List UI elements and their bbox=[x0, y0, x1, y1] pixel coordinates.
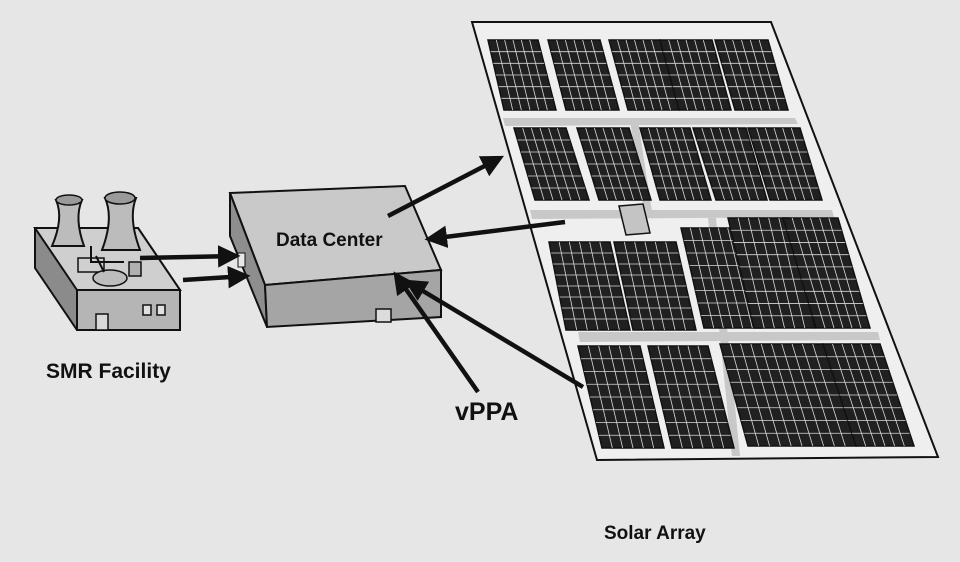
panel-grid-line bbox=[768, 217, 796, 329]
data-center-label: Data Center bbox=[276, 230, 383, 251]
arrow-solar-to-dc-low bbox=[404, 279, 585, 389]
smr-facility-label: SMR Facility bbox=[46, 360, 171, 383]
arrow-dc-to-solar bbox=[386, 155, 504, 218]
arrow-solar-to-dc-mid bbox=[424, 219, 566, 248]
panel-grid-line bbox=[791, 217, 826, 329]
arrow-smr-to-dc-upper bbox=[139, 245, 241, 268]
panel-grid-line bbox=[800, 217, 835, 329]
panel-grid-line bbox=[747, 217, 775, 329]
smr-facility-icon bbox=[33, 191, 182, 331]
panel-grid-line bbox=[778, 217, 806, 329]
panel-grid-line bbox=[828, 217, 862, 329]
panel-grid-line bbox=[758, 217, 785, 329]
solar-array bbox=[470, 21, 940, 462]
arrow-smr-to-dc-lower bbox=[182, 265, 251, 289]
vppa-label: vPPA bbox=[455, 398, 519, 426]
panel-grid-line bbox=[819, 217, 853, 329]
panel-grid-line bbox=[810, 217, 844, 329]
panel-grid-line bbox=[737, 217, 765, 329]
arrows bbox=[139, 155, 585, 394]
solar-panels bbox=[487, 39, 916, 449]
solar-array-label: Solar Array bbox=[604, 523, 706, 544]
